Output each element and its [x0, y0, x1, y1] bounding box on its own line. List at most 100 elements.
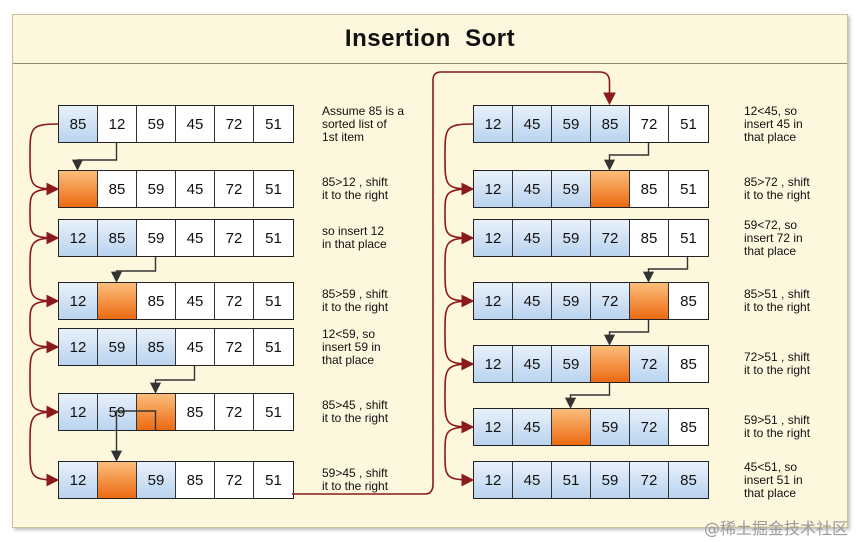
array-cell: 51	[254, 220, 293, 256]
array-cell: 45	[513, 220, 552, 256]
array-cell: 59	[137, 171, 176, 207]
array-cell: 45	[513, 462, 552, 498]
array-cell: 45	[176, 106, 215, 142]
array-cell: 45	[176, 220, 215, 256]
array-cell: 12	[474, 106, 513, 142]
array-cell: 72	[591, 220, 630, 256]
array-cell: 59	[552, 283, 591, 319]
right-step-note: 85>51 , shift it to the right	[744, 287, 811, 314]
array-cell: 12	[98, 106, 137, 142]
array-cell: 59	[552, 346, 591, 382]
array-cell: 12	[474, 171, 513, 207]
array-cell: 85	[630, 220, 669, 256]
array-cell: 72	[215, 329, 254, 365]
array-cell: 45	[513, 283, 552, 319]
array-cell: 72	[215, 394, 254, 430]
diagram-panel: Insertion Sort	[12, 14, 848, 528]
array-cell: 59	[591, 409, 630, 445]
insertion-gap-cell	[98, 283, 137, 319]
array-cell: 72	[630, 346, 669, 382]
array-cell: 59	[552, 171, 591, 207]
right-step-note: 59>51 , shift it to the right	[744, 413, 811, 440]
array-cell: 85	[98, 171, 137, 207]
array-cell: 72	[215, 220, 254, 256]
array-cell: 12	[474, 462, 513, 498]
array-cell: 51	[669, 171, 708, 207]
left-step-note: 12<59, so insert 59 in that place	[322, 326, 381, 367]
array-cell: 59	[591, 462, 630, 498]
array-cell: 59	[552, 220, 591, 256]
array-cell: 12	[474, 220, 513, 256]
array-cell: 51	[254, 106, 293, 142]
insertion-gap-cell	[630, 283, 669, 319]
right-step-note: 85>72 , shift it to the right	[744, 175, 811, 202]
array-cell: 85	[176, 462, 215, 498]
array-cell: 72	[215, 171, 254, 207]
diagram-title: Insertion Sort	[344, 25, 516, 52]
array-cell: 72	[630, 409, 669, 445]
array-cell: 59	[137, 220, 176, 256]
array-cell: 85	[176, 394, 215, 430]
array-cell: 12	[59, 462, 98, 498]
array-cell: 72	[630, 462, 669, 498]
array-cell: 85	[669, 409, 708, 445]
array-cell: 59	[552, 106, 591, 142]
array-cell: 51	[669, 220, 708, 256]
array-cell: 51	[254, 394, 293, 430]
right-step-note: 45<51, so insert 51 in that place	[744, 459, 803, 500]
array-cell: 72	[215, 283, 254, 319]
array-cell: 51	[254, 171, 293, 207]
array-cell: 72	[215, 462, 254, 498]
array-cell: 85	[137, 283, 176, 319]
right-step-note: 59<72, so insert 72 in that place	[744, 217, 803, 258]
insertion-gap-cell	[552, 409, 591, 445]
array-cell: 12	[59, 329, 98, 365]
array-cell: 45	[176, 329, 215, 365]
array-cell: 12	[59, 394, 98, 430]
array-cell: 45	[513, 171, 552, 207]
right-step-note: 12<45, so insert 45 in that place	[744, 103, 803, 144]
array-cell: 59	[98, 329, 137, 365]
left-step-note: Assume 85 is a sorted list of 1st item	[322, 103, 405, 144]
array-cell: 59	[98, 394, 137, 430]
array-cell: 45	[513, 346, 552, 382]
array-cell: 45	[176, 283, 215, 319]
insertion-gap-cell	[591, 171, 630, 207]
left-step-note: 59>45 , shift it to the right	[322, 466, 389, 493]
insertion-gap-cell	[59, 171, 98, 207]
array-cell: 59	[137, 106, 176, 142]
array-cell: 85	[669, 283, 708, 319]
insertion-gap-cell	[98, 462, 137, 498]
array-cell: 85	[630, 171, 669, 207]
array-cell: 85	[98, 220, 137, 256]
watermark: @稀土掘金技术社区	[703, 519, 848, 538]
left-step-note: so insert 12 in that place	[322, 224, 387, 251]
array-cell: 85	[669, 346, 708, 382]
array-cell: 85	[591, 106, 630, 142]
left-step-note: 85>45 , shift it to the right	[322, 398, 389, 425]
array-cell: 12	[474, 283, 513, 319]
left-step-note: 85>59 , shift it to the right	[322, 287, 389, 314]
array-cell: 59	[137, 462, 176, 498]
array-cell: 51	[552, 462, 591, 498]
array-cell: 72	[630, 106, 669, 142]
right-step-note: 72>51 , shift it to the right	[744, 350, 811, 377]
left-step-note: 85>12 , shift it to the right	[322, 175, 389, 202]
array-cell: 45	[513, 409, 552, 445]
array-cell: 12	[474, 346, 513, 382]
array-cell: 12	[59, 283, 98, 319]
array-cell: 45	[176, 171, 215, 207]
